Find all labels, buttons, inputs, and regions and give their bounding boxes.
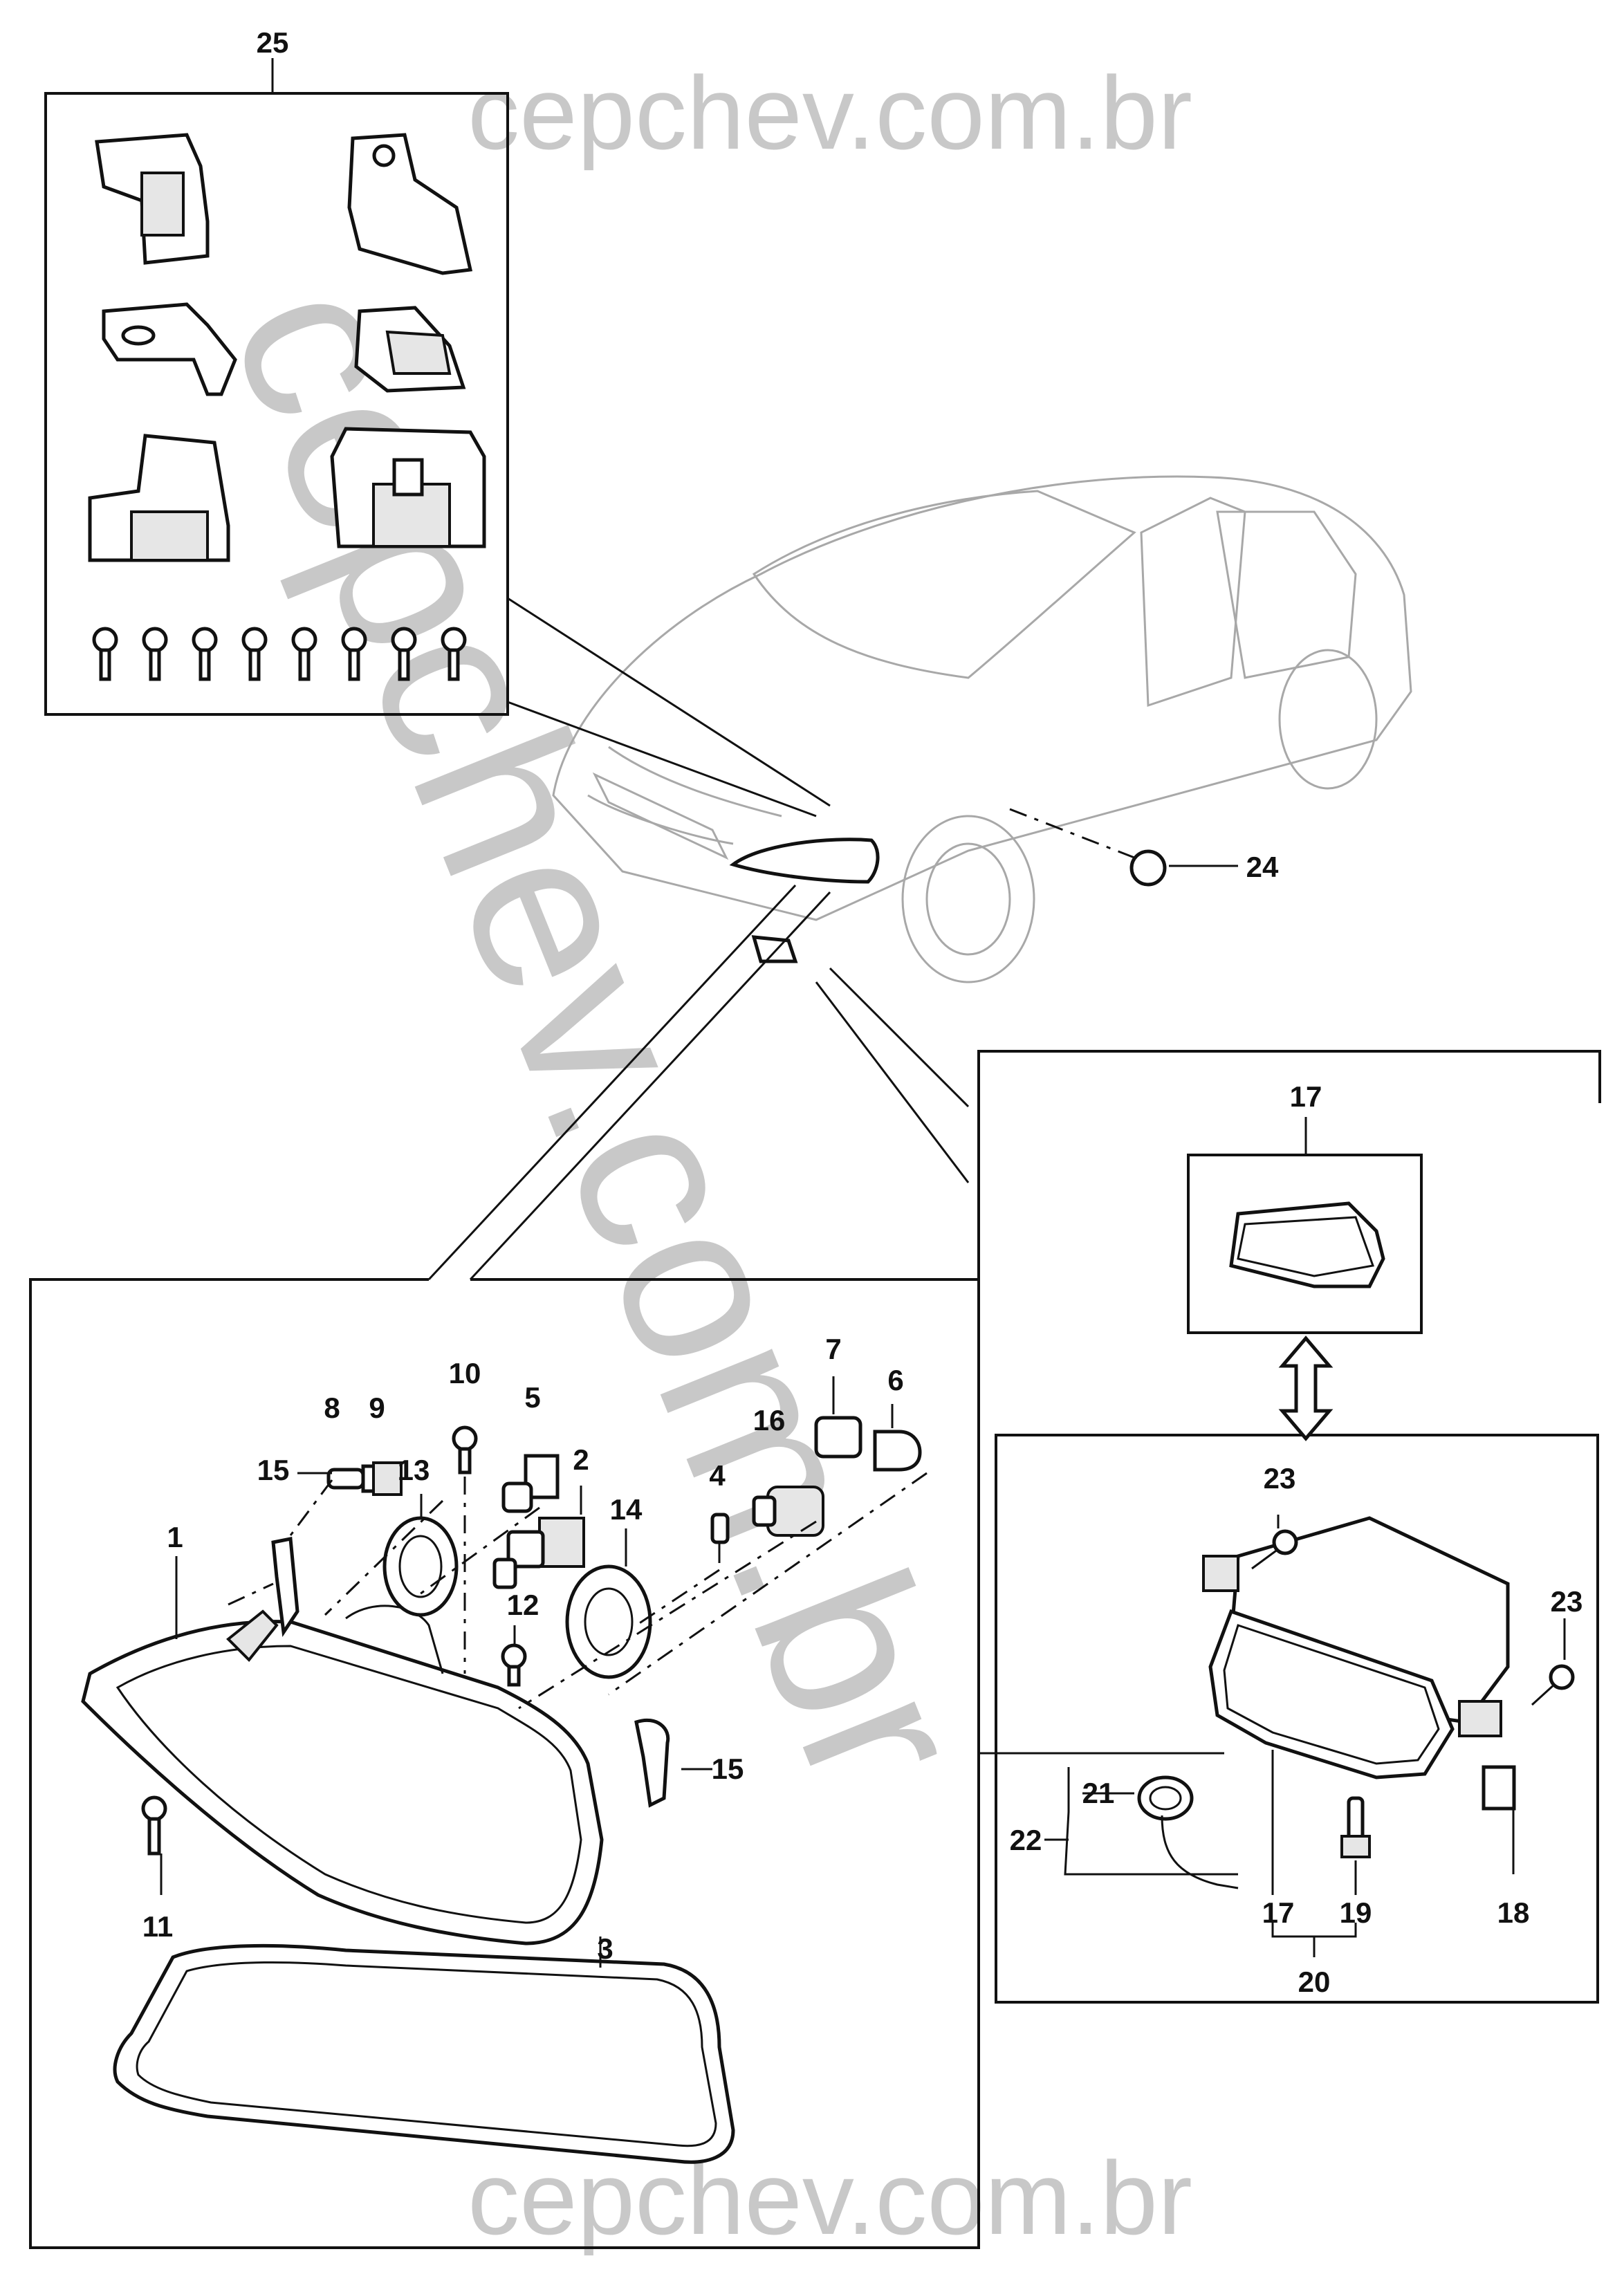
bracket-3 — [102, 302, 237, 396]
callout-15a: 15 — [257, 1454, 290, 1486]
callout-3: 3 — [597, 1932, 613, 1965]
callout-13: 13 — [398, 1454, 430, 1486]
screw-icon — [391, 627, 417, 681]
callout-7: 7 — [825, 1333, 841, 1365]
clip-15b — [634, 1718, 670, 1808]
callout-25: 25 — [257, 26, 289, 59]
double-arrow-icon — [1278, 1335, 1334, 1441]
callout-23b: 23 — [1551, 1585, 1583, 1618]
screw-11 — [141, 1795, 167, 1856]
cap-13 — [382, 1516, 459, 1617]
headlamp-panel — [29, 1278, 980, 2249]
callout-15b: 15 — [712, 1753, 744, 1785]
bulb-5 — [501, 1454, 560, 1513]
screw-icon — [92, 627, 118, 681]
bulb-2 — [492, 1517, 585, 1589]
bulb-4 — [710, 1513, 730, 1563]
socket-16 — [752, 1486, 824, 1537]
screw-icon — [441, 627, 467, 681]
callout-2: 2 — [573, 1443, 589, 1476]
car-foglamp-highlight — [751, 935, 798, 963]
callout-23a: 23 — [1264, 1462, 1296, 1495]
callout-17b: 17 — [1262, 1896, 1295, 1929]
bracket-6 — [330, 427, 486, 548]
car-headlamp-highlight — [729, 838, 880, 884]
callout-22: 22 — [1010, 1824, 1042, 1856]
screw-icon — [142, 627, 168, 681]
foglamp-panel — [977, 1050, 1601, 2004]
watermark-top: cepchev.com.br — [468, 55, 1192, 171]
bracket-1 — [95, 133, 210, 265]
bracket-kit-panel — [44, 58, 509, 716]
bulb-6 — [608, 1430, 928, 1696]
screw-icon — [291, 627, 317, 681]
screw-icon — [192, 627, 218, 681]
bulb-19 — [1340, 1796, 1371, 1858]
callout-1: 1 — [167, 1521, 183, 1553]
screw-23b — [1531, 1664, 1575, 1706]
watermark-bottom: cepchev.com.br — [468, 2140, 1192, 2256]
callout-20: 20 — [1298, 1966, 1331, 1998]
car-outline — [552, 475, 1412, 983]
callout-17a: 17 — [1290, 1080, 1322, 1113]
screw-icon — [241, 627, 268, 681]
plug-24 — [1009, 808, 1238, 887]
callout-11: 11 — [142, 1910, 173, 1943]
callout-16: 16 — [753, 1404, 786, 1436]
callout-8: 8 — [324, 1392, 340, 1424]
clip-15a — [228, 1479, 333, 1637]
foglamp-small — [1229, 1201, 1385, 1288]
screw-23a — [1251, 1529, 1298, 1570]
bracket-4 — [354, 306, 466, 393]
callout-10: 10 — [449, 1357, 481, 1389]
callout-14: 14 — [610, 1493, 643, 1526]
callout-9: 9 — [369, 1392, 385, 1424]
callout-24: 24 — [1246, 851, 1279, 883]
bracket-2 — [347, 133, 473, 275]
screw-10 — [452, 1425, 478, 1674]
socket-7 — [814, 1416, 862, 1459]
clip-18 — [1482, 1765, 1516, 1811]
bulb-8 — [326, 1464, 382, 1493]
callout-21: 21 — [1082, 1777, 1115, 1809]
callout-12: 12 — [507, 1589, 539, 1621]
socket-21 — [1137, 1775, 1239, 1889]
bracket-5 — [88, 434, 230, 562]
callout-4: 4 — [709, 1459, 726, 1492]
cap-14 — [565, 1564, 652, 1679]
callout-19: 19 — [1340, 1896, 1372, 1929]
socket-9 — [372, 1461, 403, 1496]
headlamp-unit — [81, 1605, 604, 1945]
callout-5: 5 — [524, 1381, 540, 1414]
callout-18: 18 — [1497, 1896, 1530, 1929]
callout-6: 6 — [887, 1364, 903, 1396]
screw-12 — [501, 1643, 527, 1687]
foglamp-large — [1202, 1516, 1510, 1780]
screw-icon — [341, 627, 367, 681]
screw-row — [92, 627, 467, 681]
